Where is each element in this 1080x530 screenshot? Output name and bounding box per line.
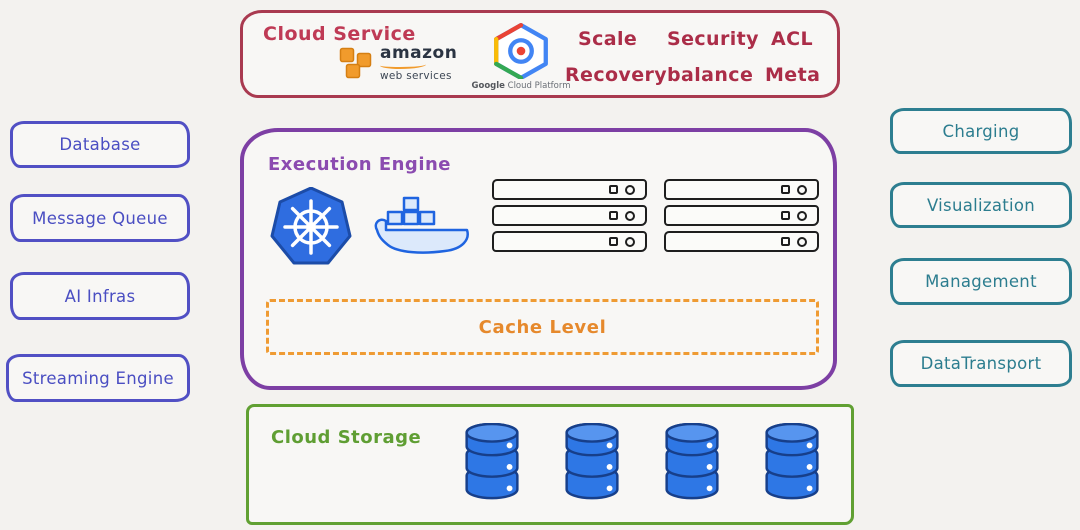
node-streaming-engine: Streaming Engine bbox=[6, 354, 190, 402]
keyword-recovery: Recovery bbox=[565, 64, 668, 86]
server-led-icon bbox=[625, 184, 635, 195]
server-unit bbox=[664, 231, 819, 252]
server-port-icon bbox=[609, 211, 618, 220]
node-charging: Charging bbox=[890, 108, 1072, 154]
server-unit bbox=[664, 179, 819, 200]
cloud-storage-box: Cloud Storage bbox=[246, 404, 854, 525]
node-ai-infras: AI Infras bbox=[10, 272, 190, 320]
server-port-icon bbox=[781, 185, 790, 194]
aws-subtitle: web services bbox=[380, 70, 452, 82]
server-port-icon bbox=[609, 237, 618, 246]
server-unit bbox=[664, 205, 819, 226]
cloud-service-box: Cloud Service amazon web services bbox=[240, 10, 840, 98]
node-streaming-engine-label: Streaming Engine bbox=[22, 368, 174, 388]
node-charging-label: Charging bbox=[942, 121, 1020, 141]
cache-level-label: Cache Level bbox=[478, 316, 607, 338]
kubernetes-icon bbox=[270, 187, 352, 265]
server-led-icon bbox=[797, 210, 807, 221]
server-port-icon bbox=[781, 211, 790, 220]
cache-level-box: Cache Level bbox=[266, 299, 819, 355]
node-message-queue: Message Queue bbox=[10, 194, 190, 242]
server-led-icon bbox=[625, 236, 635, 247]
server-port-icon bbox=[609, 185, 618, 194]
aws-name: amazon bbox=[380, 43, 458, 63]
keyword-acl: ACL bbox=[771, 28, 813, 50]
gcp-logo: Google Cloud Platform bbox=[471, 23, 571, 91]
gcp-caption-google: Google bbox=[471, 81, 505, 91]
node-data-transport-label: DataTransport bbox=[920, 354, 1042, 373]
node-management: Management bbox=[890, 258, 1072, 305]
docker-icon bbox=[374, 196, 469, 254]
node-data-transport: DataTransport bbox=[890, 340, 1072, 387]
keyword-scale: Scale bbox=[578, 28, 638, 50]
gcp-hexagon-icon bbox=[494, 23, 548, 79]
execution-engine-box: Execution Engine bbox=[240, 128, 837, 390]
keyword-security: Security bbox=[667, 28, 759, 50]
aws-cubes-icon bbox=[339, 48, 372, 79]
server-rack-1 bbox=[492, 179, 647, 252]
database-cylinder-icon bbox=[565, 423, 619, 500]
server-led-icon bbox=[625, 210, 635, 221]
server-rack-2 bbox=[664, 179, 819, 252]
server-led-icon bbox=[797, 236, 807, 247]
server-led-icon bbox=[797, 184, 807, 195]
database-cylinder-icon bbox=[665, 423, 719, 500]
server-unit bbox=[492, 231, 647, 252]
execution-engine-title: Execution Engine bbox=[268, 154, 452, 175]
node-message-queue-label: Message Queue bbox=[32, 208, 168, 228]
aws-swoosh-icon bbox=[380, 61, 426, 69]
node-visualization: Visualization bbox=[890, 182, 1072, 228]
cloud-service-title: Cloud Service bbox=[263, 23, 416, 45]
server-port-icon bbox=[781, 237, 790, 246]
database-cylinder-icon bbox=[465, 423, 519, 500]
server-unit bbox=[492, 179, 647, 200]
keyword-balance: balance bbox=[667, 64, 754, 86]
node-database: Database bbox=[10, 121, 190, 168]
node-ai-infras-label: AI Infras bbox=[64, 286, 136, 306]
aws-logo: amazon web services bbox=[338, 45, 457, 82]
node-visualization-label: Visualization bbox=[926, 195, 1036, 215]
node-management-label: Management bbox=[925, 272, 1037, 291]
cloud-storage-title: Cloud Storage bbox=[271, 427, 422, 448]
node-database-label: Database bbox=[59, 135, 141, 154]
gcp-caption: Google Cloud Platform bbox=[472, 81, 571, 91]
database-cylinder-icon bbox=[765, 423, 819, 500]
keyword-meta: Meta bbox=[765, 64, 821, 86]
gcp-caption-rest: Cloud Platform bbox=[507, 81, 571, 91]
server-unit bbox=[492, 205, 647, 226]
